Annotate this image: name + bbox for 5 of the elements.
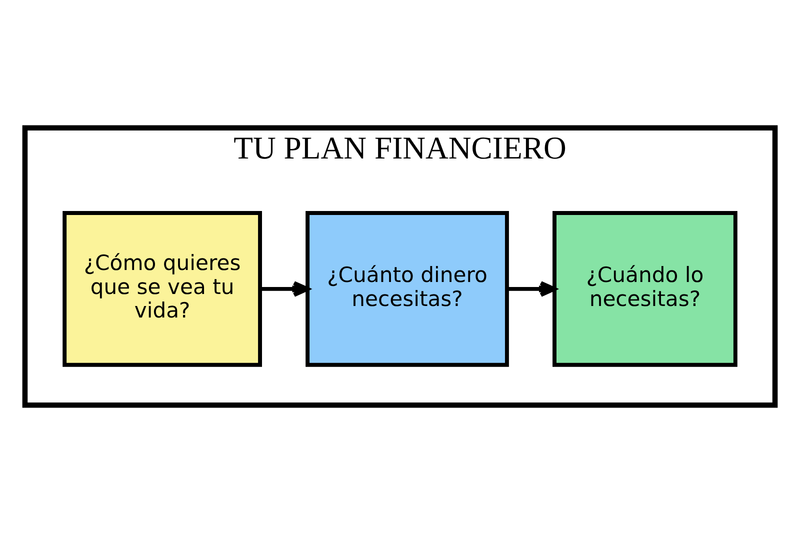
node-box: ¿Cómo quieres que se vea tu vida? <box>62 211 262 367</box>
node-box: ¿Cuándo lo necesitas? <box>552 211 738 367</box>
arrow <box>260 281 310 297</box>
arrow <box>507 281 556 297</box>
node-box: ¿Cuánto dinero necesitas? <box>306 211 509 367</box>
